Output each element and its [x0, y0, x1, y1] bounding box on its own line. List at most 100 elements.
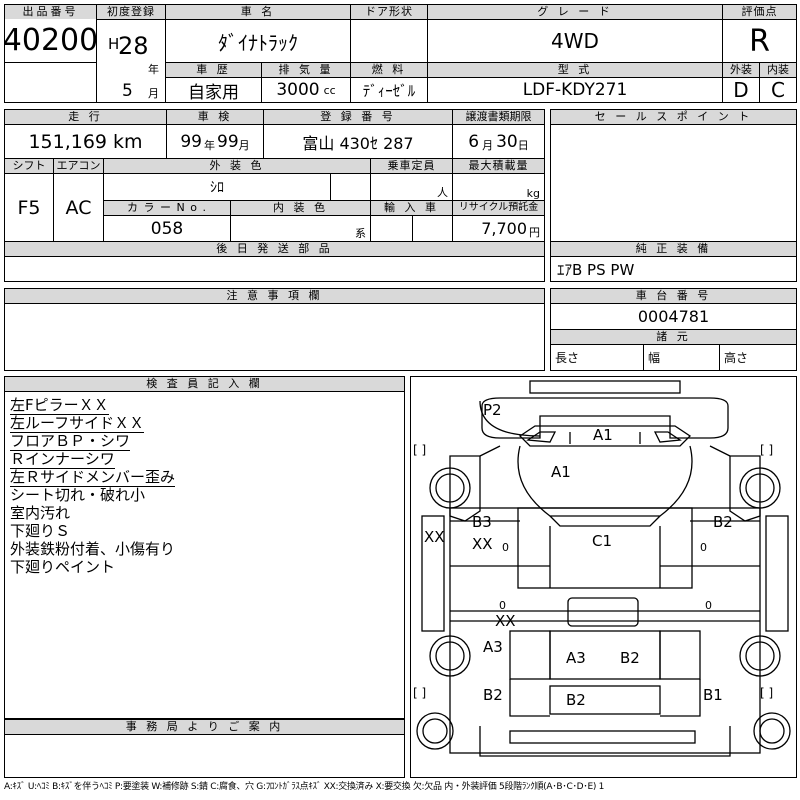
lot-blank: [4, 62, 97, 103]
rear-bed-shape: [549, 685, 661, 715]
left-door-shape: [449, 455, 481, 522]
model-label: 型 式: [427, 62, 723, 78]
ext-color-extra: [330, 173, 371, 201]
ac-value: AC: [53, 173, 104, 242]
windshield-shape: [518, 425, 692, 447]
inspector-note: シート切れ・破れ小: [10, 486, 146, 504]
left-mirror-column: [421, 515, 445, 632]
capacity-unit: 人: [437, 186, 448, 199]
cab-roof-shape: [517, 445, 693, 517]
ext-color-label: 外 装 色: [103, 158, 371, 174]
model-value: LDF-KDY271: [427, 77, 723, 103]
score-label: 評価点: [722, 4, 797, 20]
color-no-label: カ ラ ー N o .: [103, 200, 231, 216]
history-label: 車 歴: [165, 62, 262, 78]
right-door-shape: [729, 455, 761, 522]
score-value: R: [722, 19, 797, 63]
caution-area: [4, 303, 545, 371]
mark-b2-left: B2: [483, 686, 503, 704]
recycle-unit: 円: [529, 225, 540, 239]
grade-value: 4WD: [427, 19, 723, 63]
wiper-left-shape: [526, 431, 557, 443]
door-value: [350, 19, 428, 63]
inspection-month-unit: 月: [238, 138, 250, 152]
fuel-tank-shape: [567, 597, 639, 627]
dims-label: 諸 元: [550, 329, 797, 345]
office-area: [4, 734, 405, 778]
displacement-unit: cc: [323, 83, 336, 97]
car-name-label: 車 名: [165, 4, 351, 20]
month-unit: 月: [148, 87, 159, 100]
import-cell-a: [370, 215, 413, 242]
height-label: 高さ: [724, 351, 749, 365]
transfer-month: 6: [468, 131, 480, 152]
lot-label: 出品番号: [4, 4, 97, 20]
chassis-value: 0004781: [550, 303, 797, 330]
front-panel-shape: [481, 397, 729, 439]
mark-c1: C1: [592, 532, 613, 550]
legend-text: A:ｷｽﾞ U:ﾍｺﾐ B:ｷｽﾞを伴うﾍｺﾐ P:要塗装 W:補修跡 S:錆 …: [4, 782, 605, 792]
recycle-cell: 7,700 円: [452, 215, 545, 242]
exterior-value: D: [722, 77, 760, 103]
month-value: 5: [122, 81, 133, 101]
inspection-year: 99: [180, 131, 202, 152]
length-cell: 長さ: [550, 344, 644, 371]
width-cell: 幅: [643, 344, 720, 371]
inspector-note: 左FピラーＸＸ: [10, 396, 109, 415]
car-name: ﾀﾞｲﾅﾄﾗｯｸ: [165, 19, 351, 63]
inspector-note: 左ルーフサイドＸＸ: [10, 414, 145, 433]
later-parts-label: 後 日 発 送 部 品: [4, 241, 545, 257]
first-reg-label: 初度登録: [96, 4, 166, 20]
mark-b3: B3: [472, 513, 492, 531]
inspector-area: [4, 391, 405, 719]
displacement-cell: 3000 cc: [261, 77, 351, 103]
transfer-day: 30: [496, 131, 518, 152]
mark-xx-b3: XX: [472, 535, 493, 553]
mark-b2-rear: B2: [566, 691, 586, 709]
import-label: 輸 入 車: [370, 200, 453, 216]
mark-a1-top: A1: [593, 426, 613, 444]
exterior-label: 外装: [722, 62, 760, 78]
interior-value: C: [759, 77, 797, 103]
front-bumper-shape: [529, 380, 681, 394]
recycle-value: 7,700: [481, 219, 527, 238]
transfer-label: 譲渡書類期限: [452, 109, 545, 125]
mark-zero-r: 0: [700, 541, 707, 554]
right-mirror-column: [765, 515, 789, 632]
ac-label: エアコン: [53, 158, 104, 174]
int-color-cell: 系: [230, 215, 371, 242]
mark-p2: P2: [483, 401, 502, 419]
later-parts-area: [4, 256, 545, 282]
mark-zero-mr: 0: [705, 599, 712, 612]
displacement-label: 排 気 量: [261, 62, 351, 78]
rear-left-wheel-shape: [429, 635, 471, 677]
inspector-note: 下廻りＳ: [10, 522, 71, 540]
inspector-note: フロアＢＰ・シワ: [10, 432, 131, 451]
load-label: 最大積載量: [452, 158, 545, 174]
grade-label: グ レ ー ド: [427, 4, 723, 20]
inspector-notes: 左FピラーＸＸ 左ルーフサイドＸＸ フロアＢＰ・シワ Ｒインナーシワ 左Ｒサイド…: [10, 396, 405, 576]
year-value: 28: [118, 32, 149, 60]
wiper-right-shape: [653, 431, 682, 443]
spare-right-wheel-shape: [753, 712, 791, 750]
sales-points-label: セ ー ル ス ポ イ ン ト: [550, 109, 797, 125]
plate-label: 登 録 番 号: [263, 109, 453, 125]
length-label: 長さ: [555, 351, 580, 365]
mark-bracket-bl: [ ]: [413, 686, 427, 700]
ext-color-value: ｼﾛ: [103, 173, 331, 201]
mark-b2-bed: B2: [620, 649, 640, 667]
int-color-unit: 系: [355, 227, 366, 240]
transfer-month-unit: 月: [482, 138, 494, 152]
fuel-value: ﾃﾞｨｰｾﾞﾙ: [350, 77, 428, 103]
mark-a1-cab: A1: [551, 463, 571, 481]
inspection-cell: 99 年 99 月: [166, 124, 264, 159]
inspection-label: 車 検: [166, 109, 264, 125]
rear-right-wheel-shape: [739, 635, 781, 677]
fuel-label: 燃 料: [350, 62, 428, 78]
load-unit: kg: [526, 187, 540, 200]
inspector-label: 検 査 員 記 入 欄: [4, 376, 405, 392]
mark-xx-left: XX: [424, 528, 445, 546]
transfer-cell: 6 月 30 日: [452, 124, 545, 159]
door-label: ドア形状: [350, 4, 428, 20]
mileage-cell: 151,169 km: [4, 124, 167, 159]
